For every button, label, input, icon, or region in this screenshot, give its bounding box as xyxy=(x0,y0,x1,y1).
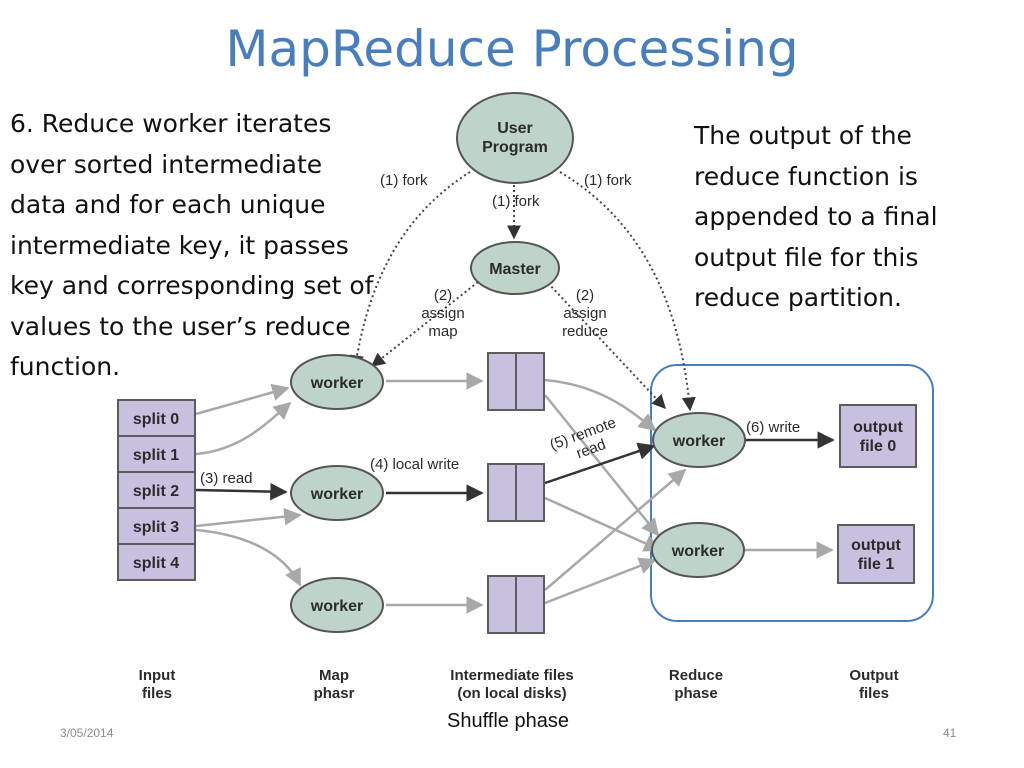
column-label-input-line1: Input xyxy=(139,667,176,684)
map-worker-node xyxy=(290,354,384,410)
local-write-label: (4) local write xyxy=(370,456,459,473)
slide-number: 41 xyxy=(943,726,957,740)
split-label: split 4 xyxy=(133,555,179,572)
assign-map-label-line2: assign xyxy=(421,305,464,322)
master-label: Master xyxy=(489,261,541,278)
column-label-reduce-line1: Reduce xyxy=(669,667,723,684)
output-file-box xyxy=(837,524,915,584)
slide-title: MapReduce Processing xyxy=(225,20,799,78)
map-worker-label: worker xyxy=(310,375,363,392)
output-note: The output of the reduce function is app… xyxy=(694,121,938,312)
split-box xyxy=(117,543,196,581)
output-file-label-line1: output xyxy=(851,537,901,554)
write-label: (6) write xyxy=(746,419,800,436)
assign-map-label-line3: map xyxy=(428,323,457,340)
assign-reduce-label-line3: reduce xyxy=(562,323,608,340)
user-program-label-line2: Program xyxy=(482,139,548,156)
split-label: split 0 xyxy=(133,411,179,428)
split-label: split 1 xyxy=(133,447,179,464)
assign-map-label-line1: (2) xyxy=(434,287,452,304)
reduce-worker-node xyxy=(651,522,745,578)
map-worker-label: worker xyxy=(310,598,363,615)
output-file-label-line2: file 1 xyxy=(858,556,895,573)
master-node xyxy=(470,241,560,295)
user-program-node xyxy=(456,92,574,184)
reduce-worker-label: worker xyxy=(671,543,724,560)
map-worker-node xyxy=(290,577,384,633)
assign-reduce-label-line2: assign xyxy=(563,305,606,322)
output-file-box xyxy=(839,404,917,468)
output-file-label-line2: file 0 xyxy=(860,438,897,455)
split-label: split 3 xyxy=(133,519,179,536)
reduce-step-note: 6. Reduce worker iterates over sorted in… xyxy=(10,109,374,381)
split-label: split 2 xyxy=(133,483,179,500)
fork-label-mid: (1) fork xyxy=(492,193,540,210)
column-label-output-line1: Output xyxy=(849,667,898,684)
reduce-phase-highlight xyxy=(650,364,934,622)
column-label-map-line1: Map xyxy=(319,667,349,684)
assign-map-arrow xyxy=(370,281,479,367)
column-label-input-line2: files xyxy=(142,685,172,702)
column-label-intermediate-line1: Intermediate files xyxy=(450,667,573,684)
assign-reduce-label-line1: (2) xyxy=(576,287,594,304)
column-label-reduce-line2: phase xyxy=(674,685,717,702)
map-worker-node xyxy=(290,465,384,521)
user-program-label-line1: User xyxy=(497,120,533,137)
fork-arrow-right xyxy=(559,171,696,412)
fork-label-left: (1) fork xyxy=(380,172,428,189)
slide-date: 3/05/2014 xyxy=(60,726,114,740)
column-label-map-line2: phasr xyxy=(314,685,355,702)
map-worker-label: worker xyxy=(310,486,363,503)
read-label: (3) read xyxy=(200,470,253,487)
shuffle-phase-label: Shuffle phase xyxy=(447,710,569,732)
reduce-worker-node xyxy=(652,412,746,468)
output-file-label-line1: output xyxy=(853,419,903,436)
column-label-intermediate-line2: (on local disks) xyxy=(457,685,566,702)
assign-reduce-arrow xyxy=(547,282,666,410)
fork-arrow-left xyxy=(349,171,471,370)
column-label-output-line2: files xyxy=(859,685,889,702)
fork-label-right: (1) fork xyxy=(584,172,632,189)
reduce-worker-label: worker xyxy=(672,433,725,450)
